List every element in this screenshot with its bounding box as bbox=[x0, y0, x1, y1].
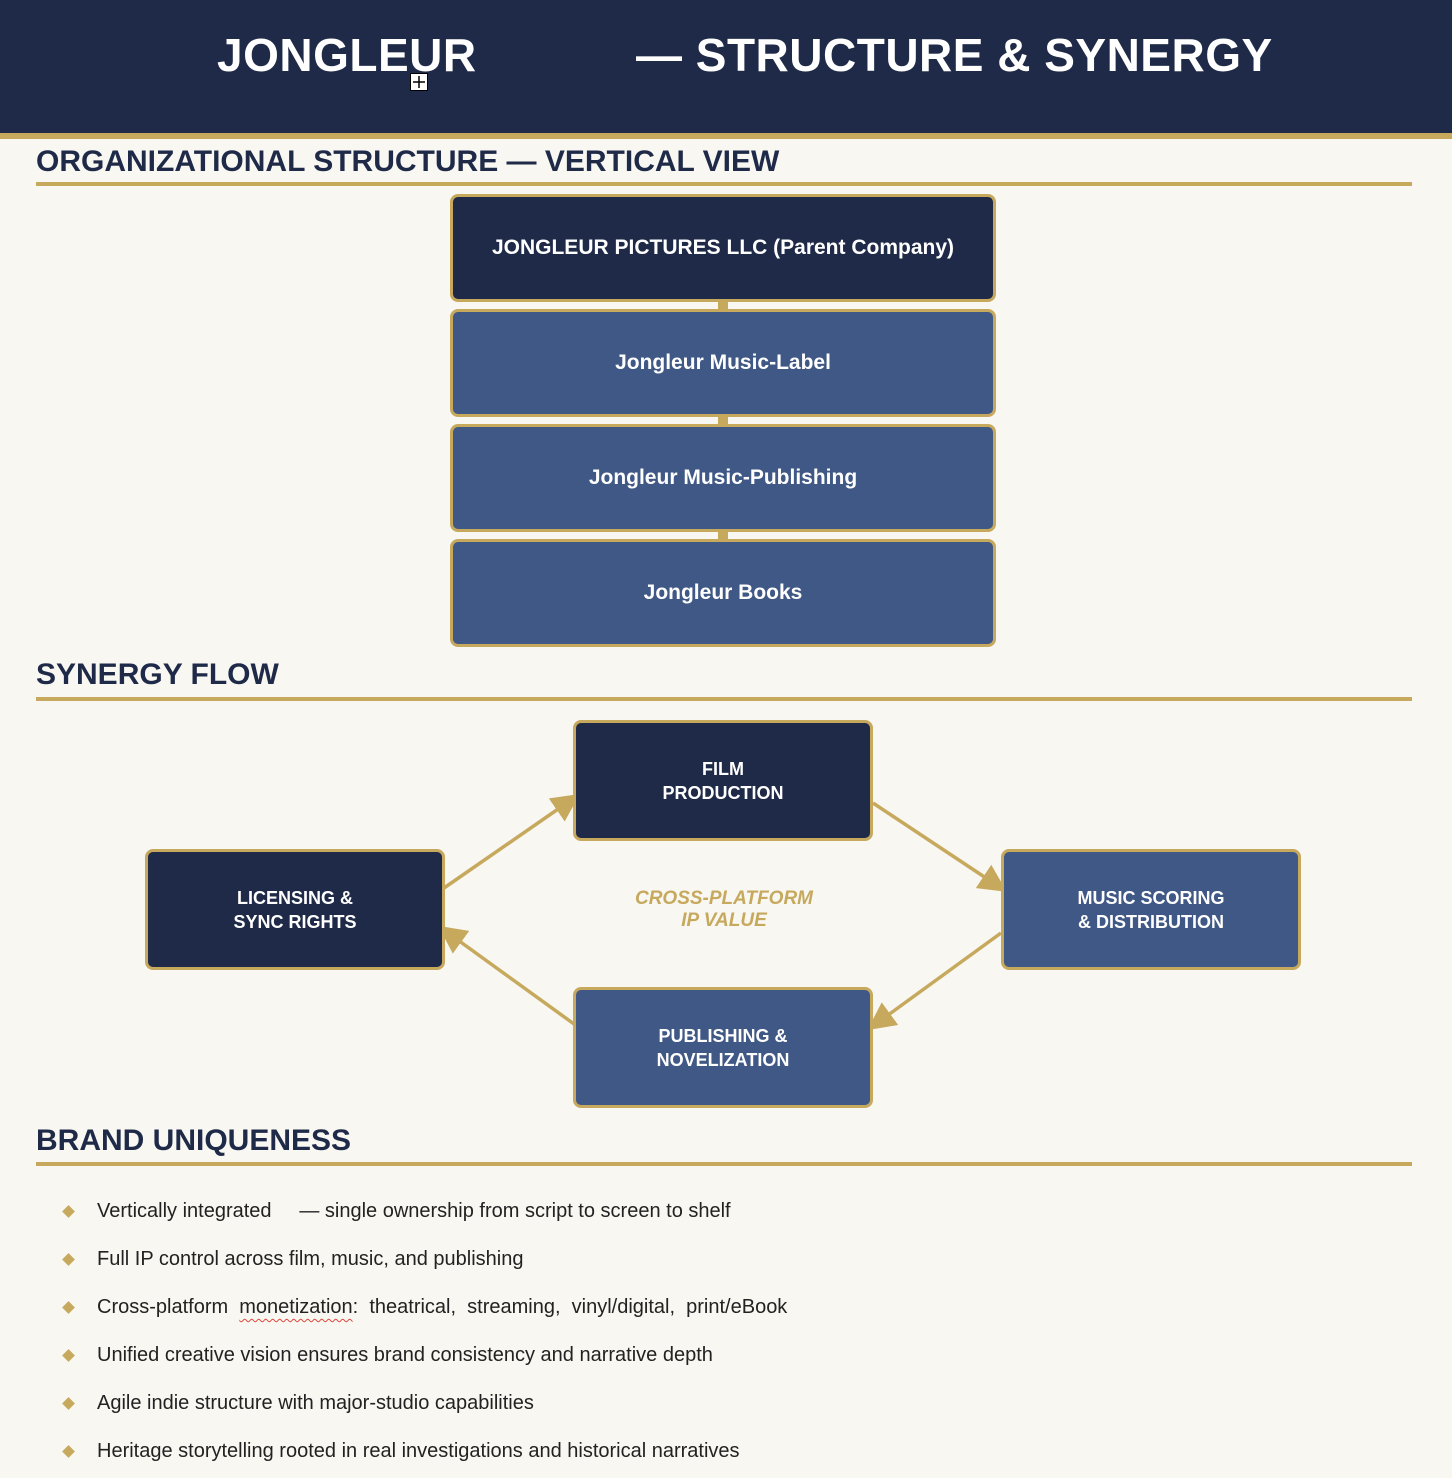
cross-platform-label: CROSS-PLATFORM IP VALUE bbox=[634, 888, 814, 931]
synergy-flow-heading: SYNERGY FLOW bbox=[36, 658, 279, 691]
org-box-music-publishing: Jongleur Music-Publishing bbox=[450, 424, 996, 532]
diamond-bullet-icon bbox=[62, 1445, 75, 1458]
synergy-arrows bbox=[438, 794, 1007, 1031]
section-divider bbox=[36, 182, 1412, 186]
node-publishing: PUBLISHING & NOVELIZATION bbox=[573, 987, 873, 1108]
list-item-text: Agile indie structure with major-studio … bbox=[97, 1392, 534, 1414]
arrow-publishing-to-licensing bbox=[438, 925, 576, 1026]
org-connector bbox=[718, 531, 728, 541]
org-box-parent-company: JONGLEUR PICTURES LLC (Parent Company) bbox=[450, 194, 996, 302]
org-box-music-label: Jongleur Music-Label bbox=[450, 309, 996, 417]
banner-title-left: JONGLEUR bbox=[217, 29, 477, 81]
diamond-bullet-icon bbox=[62, 1205, 75, 1218]
list-item-text: Full IP control across film, music, and … bbox=[97, 1248, 524, 1270]
node-music-scoring: MUSIC SCORING & DISTRIBUTION bbox=[1001, 849, 1301, 970]
section-divider bbox=[36, 1162, 1412, 1166]
list-item-lead: Cross-platform bbox=[97, 1296, 229, 1318]
diamond-bullet-icon bbox=[62, 1301, 75, 1314]
list-item-rest: : theatrical, streaming, vinyl/digital, … bbox=[352, 1296, 788, 1318]
org-connector bbox=[718, 301, 728, 311]
list-item-text: Heritage storytelling rooted in real inv… bbox=[97, 1440, 740, 1462]
title-banner: JONGLEUR — STRUCTURE & SYNERGY bbox=[0, 0, 1452, 139]
org-box-books: Jongleur Books bbox=[450, 539, 996, 647]
plus-cross-icon bbox=[413, 76, 425, 88]
org-connector bbox=[718, 416, 728, 426]
list-item-text: Unified creative vision ensures brand co… bbox=[97, 1344, 713, 1366]
spellcheck-flagged-word[interactable]: monetization bbox=[239, 1296, 353, 1318]
org-structure-heading: ORGANIZATIONAL STRUCTURE — VERTICAL VIEW bbox=[36, 145, 780, 178]
list-item-text: Vertically integrated — single ownership… bbox=[97, 1200, 731, 1222]
diamond-bullet-icon bbox=[62, 1349, 75, 1362]
table-move-handle-icon[interactable] bbox=[410, 73, 428, 91]
brand-uniqueness-heading: BRAND UNIQUENESS bbox=[36, 1124, 352, 1157]
node-film-production: FILM PRODUCTION bbox=[573, 720, 873, 841]
diamond-bullet-icon bbox=[62, 1397, 75, 1410]
arrow-film-to-music bbox=[872, 801, 1007, 892]
banner-title-right: — STRUCTURE & SYNERGY bbox=[636, 29, 1273, 81]
diamond-bullet-icon bbox=[62, 1253, 75, 1266]
list-item-text: Cross-platform monetization: theatrical,… bbox=[97, 1286, 787, 1328]
arrow-licensing-to-film bbox=[443, 794, 580, 890]
node-licensing: LICENSING & SYNC RIGHTS bbox=[145, 849, 445, 970]
arrow-music-to-publishing bbox=[867, 931, 1003, 1031]
section-divider bbox=[36, 697, 1412, 701]
